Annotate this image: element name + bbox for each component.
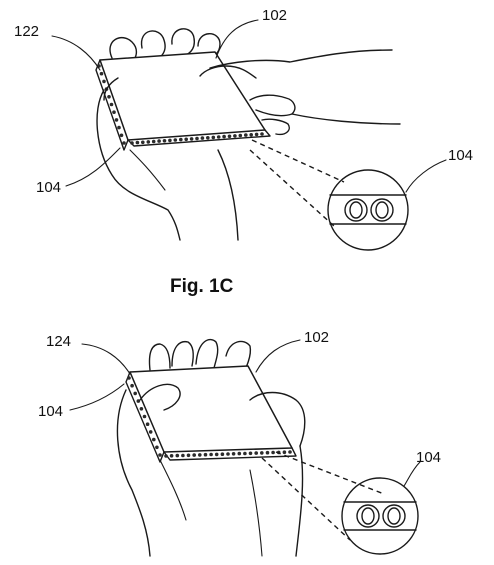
ref-label-104-top-magnified: 104 <box>448 147 473 164</box>
top-device-102 <box>95 51 271 151</box>
sensor-dot <box>192 453 196 457</box>
sensor-dot <box>152 437 156 442</box>
bottom-left-hand <box>116 383 187 557</box>
bottom-leaders <box>69 339 421 487</box>
sensor-dot <box>260 132 264 136</box>
sensor-dot <box>141 140 145 145</box>
sensor-dot <box>186 453 191 458</box>
ref-label-104-bottom: 104 <box>38 403 63 420</box>
sensor-dot <box>155 445 159 450</box>
top-magnify-lines <box>249 139 345 227</box>
sensor-dot <box>282 450 287 455</box>
sensor-dot <box>254 451 258 455</box>
sensor-dot <box>220 452 225 457</box>
bottom-right-hand <box>249 391 306 557</box>
sensor-dot <box>200 136 205 140</box>
sensor-dot <box>130 383 134 388</box>
bottom-magnified-detail <box>341 477 419 555</box>
sensor-dot <box>114 118 119 122</box>
ref-label-122: 122 <box>14 23 39 40</box>
sensor-dot <box>146 140 151 144</box>
ref-label-104-bottom-magnified: 104 <box>416 449 441 466</box>
sensor-dot <box>214 452 219 457</box>
sensor-dot <box>271 450 275 455</box>
sensor-dot <box>122 141 126 145</box>
sensor-dot <box>265 450 270 455</box>
sensor-dot <box>158 453 162 457</box>
sensor-dot <box>102 79 106 84</box>
sensor-dot <box>184 137 188 142</box>
sensor-dot <box>162 139 167 143</box>
top-right-hand <box>199 49 401 241</box>
sensor-dot <box>117 125 121 130</box>
sensor-dot <box>136 399 141 403</box>
sensor-dot <box>189 137 194 141</box>
sensor-dot <box>222 134 226 139</box>
sensor-dot <box>238 133 243 138</box>
sensor-dot <box>198 453 202 457</box>
sensor-dot <box>119 133 124 138</box>
ref-label-104-top: 104 <box>36 179 61 196</box>
sensor-dot <box>248 451 253 456</box>
sensor-dot <box>168 138 172 143</box>
sensor-dot <box>107 95 111 99</box>
sensor-dot <box>216 135 221 139</box>
sensor-dot <box>145 422 150 427</box>
sensor-dot <box>99 71 104 76</box>
sensor-dot <box>244 133 248 137</box>
top-panel: 122 102 104 104 <box>14 7 473 251</box>
sensor-dot <box>151 139 156 144</box>
sensor-dot <box>243 451 247 456</box>
sensor-dot <box>254 132 259 137</box>
bottom-device-102 <box>125 365 297 463</box>
sensor-dot <box>112 110 116 114</box>
bottom-magnify-lines <box>261 451 385 541</box>
sensor-dot <box>175 453 180 458</box>
ref-label-102-top: 102 <box>262 7 287 24</box>
sensor-dot <box>133 391 137 396</box>
top-sensor-strip-104 <box>97 64 264 145</box>
sensor-dot <box>226 452 230 456</box>
figure-caption: Fig. 1C <box>170 276 234 297</box>
sensor-dot <box>109 102 114 107</box>
sensor-dot <box>135 140 140 145</box>
sensor-dot <box>233 134 237 138</box>
sensor-dot <box>249 133 253 137</box>
sensor-dot <box>260 451 264 455</box>
sensor-dot <box>195 136 199 141</box>
sensor-dot <box>181 453 185 458</box>
sensor-dot <box>164 454 168 458</box>
top-magnified-detail <box>327 169 409 251</box>
bottom-sensor-strip-104 <box>127 376 292 458</box>
sensor-dot <box>157 139 161 143</box>
top-left-hand <box>96 77 181 241</box>
sensor-dot <box>203 452 208 457</box>
bottom-panel: 124 102 104 104 <box>38 329 441 557</box>
top-leaders <box>51 19 447 193</box>
sensor-dot <box>206 136 210 140</box>
ref-label-124: 124 <box>46 333 71 350</box>
sensor-dot <box>127 376 131 380</box>
ref-label-102-bottom: 102 <box>304 329 329 346</box>
sensor-dot <box>169 454 174 458</box>
sensor-dot <box>211 135 216 140</box>
sensor-dot <box>209 452 213 457</box>
sensor-dot <box>179 137 183 142</box>
sensor-dot <box>139 407 144 411</box>
sensor-dot <box>237 451 242 456</box>
sensor-dot <box>173 138 178 142</box>
sensor-dot <box>130 141 134 145</box>
sensor-dot <box>142 414 147 419</box>
sensor-dot <box>288 450 292 454</box>
sensor-dot <box>227 134 232 139</box>
sensor-dot <box>148 430 153 434</box>
sensor-dot <box>231 452 236 456</box>
